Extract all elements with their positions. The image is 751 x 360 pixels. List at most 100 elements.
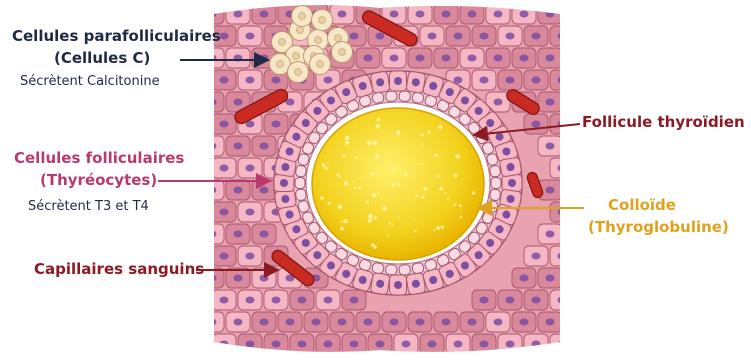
cell-nucleus [234,231,243,238]
cell-nucleus [468,319,477,326]
cell-nucleus [260,187,269,194]
colloid-speckle [366,201,369,204]
c-cell-nucleus [293,53,300,60]
cell-nucleus [350,33,359,40]
cell-nucleus [234,319,243,326]
cell-nucleus [558,77,567,84]
cell-nucleus [558,341,567,348]
colloid-speckle [345,141,349,145]
colloid-speckle [420,163,422,165]
cell-nucleus [494,99,503,106]
cell-nucleus [324,77,333,84]
cell-nucleus [572,275,581,282]
cell-nucleus [480,297,489,304]
cell-nucleus [324,297,333,304]
cell-nucleus [520,319,529,326]
follicular-cell-nucleus [475,107,483,115]
label-parafollicular-title: Cellules parafolliculaires [12,28,221,45]
cell-nucleus [468,55,477,62]
cell-nucleus [402,341,411,348]
colloid-speckle [343,219,347,223]
epithelial-cell [200,48,224,68]
cell-nucleus [572,11,581,18]
colloid-speckle [414,230,417,233]
cell-nucleus [572,187,581,194]
follicular-cell-nucleus [446,88,454,96]
cell-nucleus [494,319,503,326]
colloid-speckle [456,154,461,159]
cell-nucleus [506,297,515,304]
cell-nucleus [558,297,567,304]
c-cell-nucleus [315,37,322,44]
follicular-cell-nucleus [496,225,504,233]
colloid-speckle [454,203,457,206]
cell-nucleus [494,11,503,18]
c-cell-nucleus [319,17,326,24]
cell-nucleus [506,341,515,348]
colloid-speckle [358,186,361,189]
colloid-speckle [414,170,416,172]
colloid-speckle [367,141,372,146]
cell-nucleus [272,77,281,84]
epithelial-cell [200,4,224,24]
cell-nucleus [390,55,399,62]
cell-nucleus [428,33,437,40]
cell-nucleus [260,11,269,18]
follicular-cell-nucleus [376,280,384,288]
colloid-speckle [391,135,393,137]
follicular-cell-nucleus [286,147,294,155]
colloid-speckle [341,221,343,223]
colloid-speckle [460,216,463,219]
epithelial-cell [200,224,224,244]
cell-nucleus [234,143,243,150]
cell-nucleus [234,187,243,194]
cell-nucleus [416,55,425,62]
colloid-speckle [327,162,329,164]
cell-nucleus [208,187,217,194]
epithelial-cell [564,268,588,288]
cell-nucleus [454,33,463,40]
cell-nucleus [234,11,243,18]
colloid-speckle [376,124,381,129]
follicular-cell-nucleus [342,270,350,278]
cell-nucleus [468,11,477,18]
cell-nucleus [532,341,541,348]
c-cell-nucleus [295,69,302,76]
colloid-speckle [320,196,324,200]
follicular-cell-nucleus [342,88,350,96]
follicular-cell-nucleus [475,251,483,259]
cell-nucleus [390,11,399,18]
follicular-cell-nucleus [507,195,515,203]
follicular-cell [295,189,306,201]
cell-nucleus [416,11,425,18]
cell-nucleus [558,33,567,40]
cell-nucleus [376,341,385,348]
cell-nucleus [364,319,373,326]
colloid-speckle [416,195,419,198]
label-parafollicular-subtitle: (Cellules C) [54,50,150,67]
colloid-speckle [420,133,423,136]
cell-nucleus [220,165,229,172]
cell-nucleus [246,297,255,304]
cell-nucleus [546,99,555,106]
follicular-cell-nucleus [446,270,454,278]
follicular-cell-nucleus [281,163,289,171]
cell-nucleus [558,253,567,260]
cell-nucleus [220,121,229,128]
colloid-speckle [376,175,378,177]
cell-nucleus [208,231,217,238]
label-follicular-title: Cellules folliculaires [14,150,184,167]
cell-nucleus [572,55,581,62]
colloid-speckle [377,193,379,195]
c-cell-nucleus [297,27,304,34]
cell-nucleus [532,121,541,128]
cell-nucleus [376,33,385,40]
epithelial-cell [200,92,224,112]
follicular-cell-nucleus [327,96,335,104]
follicular-cell-nucleus [359,276,367,284]
label-follicular-note: Sécrètent T3 et T4 [28,200,149,215]
epithelial-cell [200,312,224,332]
cell-nucleus [234,99,243,106]
colloid-speckle [396,130,401,135]
epithelial-cell [564,312,588,332]
